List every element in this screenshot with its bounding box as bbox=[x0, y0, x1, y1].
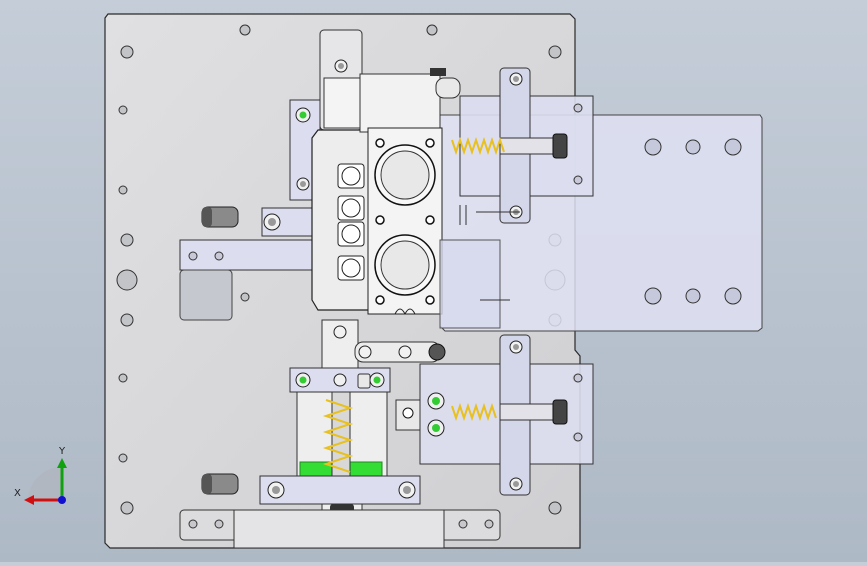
y-axis-label: Y bbox=[58, 446, 66, 457]
upper-right-guide-block bbox=[451, 67, 594, 224]
lower-right-guide-block bbox=[419, 334, 594, 496]
bottom-strip bbox=[179, 509, 501, 549]
lower-spring-column bbox=[289, 319, 391, 493]
link-pieces bbox=[354, 341, 446, 431]
left-cylinder-caps bbox=[201, 206, 239, 495]
right-transparent-slider bbox=[439, 205, 520, 329]
left-lever-arm bbox=[179, 207, 318, 321]
gripper-body bbox=[311, 73, 443, 315]
top-hardware bbox=[430, 68, 461, 99]
x-axis-label: X bbox=[14, 488, 21, 499]
z-axis bbox=[58, 496, 66, 504]
center-top-rail bbox=[319, 29, 363, 131]
coordinate-triad: Y X bbox=[14, 446, 67, 505]
